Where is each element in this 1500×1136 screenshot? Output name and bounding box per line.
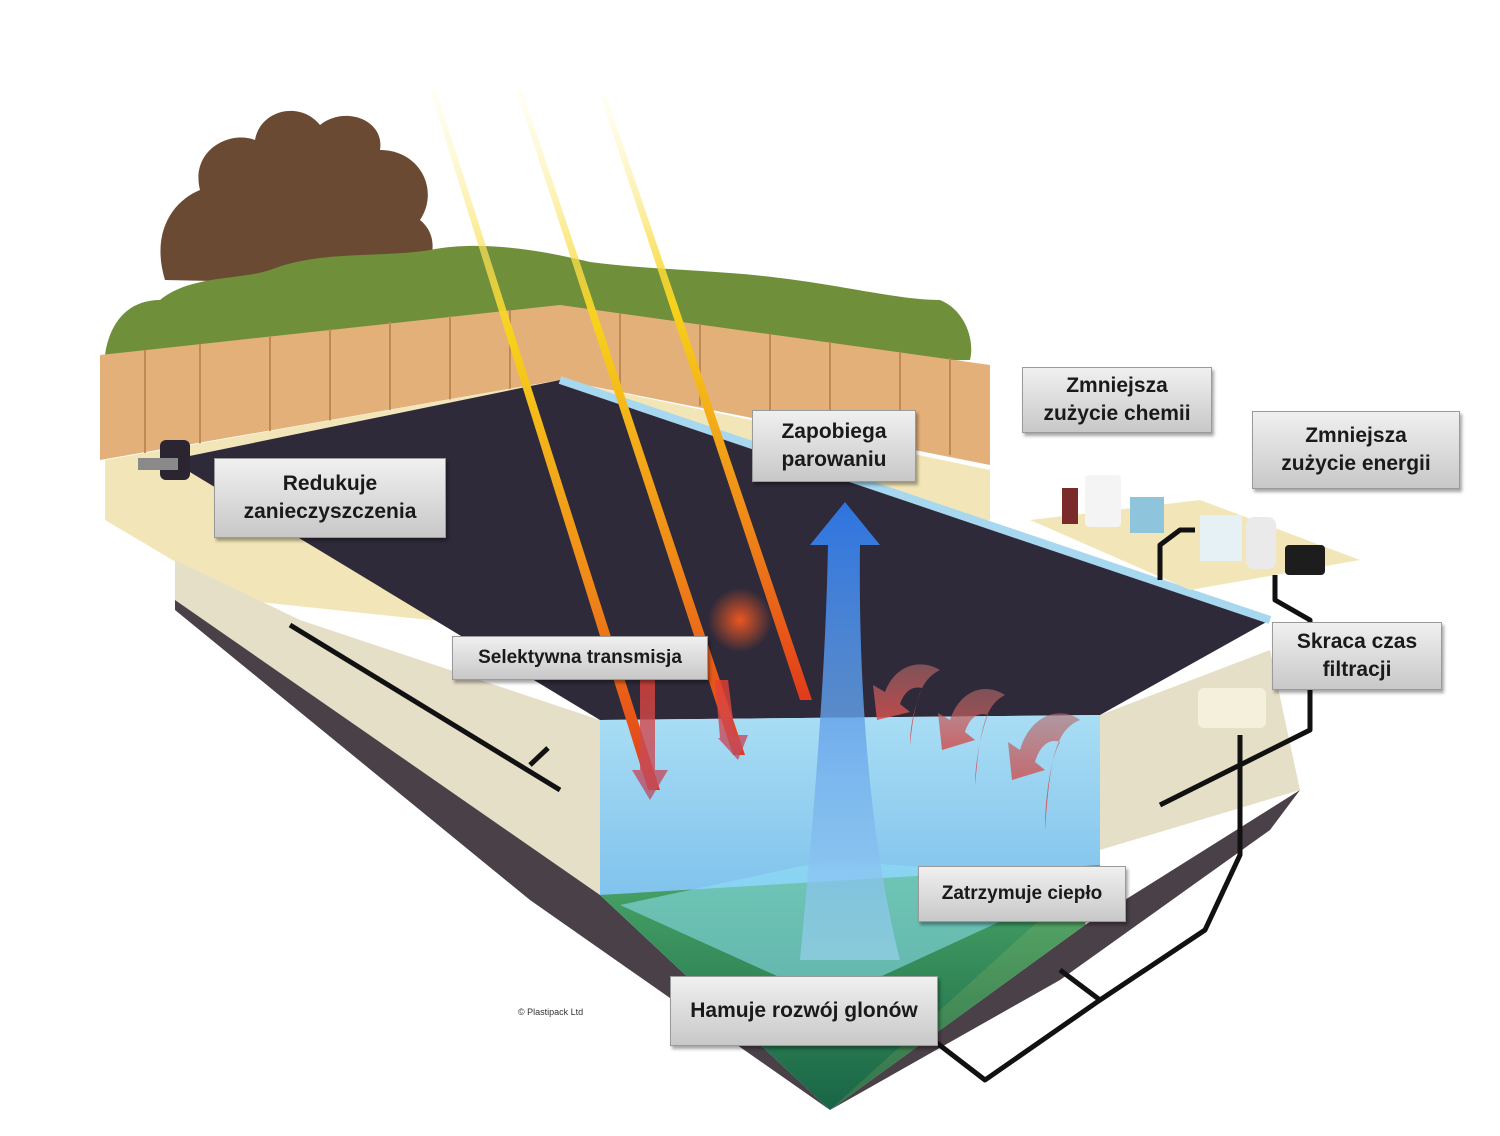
label-less-energy: Zmniejsza zużycie energii (1252, 411, 1460, 489)
label-inhibits-algae: Hamuje rozwój glonów (670, 976, 938, 1046)
transmission-arrows (632, 660, 748, 800)
pipes (288, 527, 1313, 1083)
label-retains-heat: Zatrzymuje ciepło (918, 866, 1126, 922)
chemical-box (1130, 497, 1164, 533)
evaporation-arrow (800, 502, 900, 960)
pump-unit (1285, 545, 1325, 575)
chemical-bottle (1085, 475, 1121, 527)
label-selective-transmission: Selektywna transmisja (452, 636, 708, 680)
chemical-jar (1062, 488, 1078, 524)
copyright-text: © Plastipack Ltd (518, 1007, 584, 1017)
label-prevent-evaporation: Zapobiega parowaniu (752, 410, 916, 482)
pool-left-wall (175, 560, 600, 895)
label-reduce-dirt: Redukuje zanieczyszczenia (214, 458, 446, 538)
label-less-chemicals: Zmniejsza zużycie chemii (1022, 367, 1212, 433)
skimmer (1198, 688, 1266, 728)
filter-unit (1200, 515, 1242, 561)
heat-retention-arrows (873, 664, 1080, 830)
roller-stand (138, 458, 178, 470)
ground (175, 600, 1300, 1110)
tree (160, 110, 433, 285)
fence (100, 305, 990, 465)
label-shorter-filtration: Skraca czas filtracji (1272, 622, 1442, 690)
heater-unit (1246, 517, 1276, 569)
sun-rays (430, 90, 812, 790)
